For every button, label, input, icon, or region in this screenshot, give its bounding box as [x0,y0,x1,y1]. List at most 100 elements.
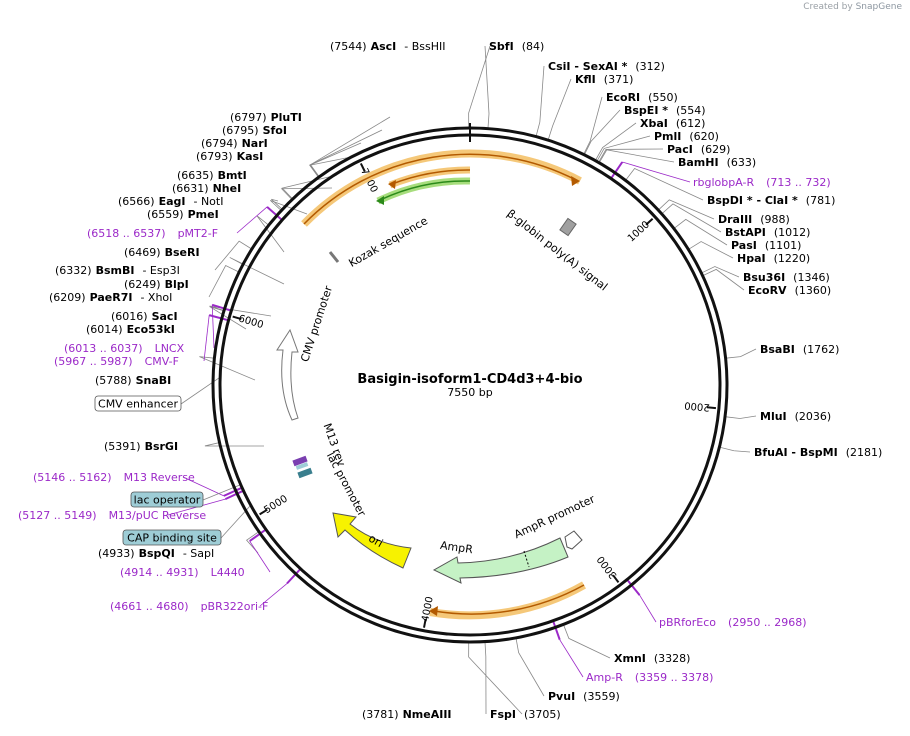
enzyme-site-label[interactable]: (6469)BseRI [124,246,200,259]
enzyme-site-label[interactable]: BspDI * - ClaI *(781) [707,194,835,207]
primer-label[interactable]: (5967 .. 5987)CMV-F [54,355,179,368]
primer-text-b: (2950 .. 2968) [728,616,807,629]
primer-label[interactable]: (5146 .. 5162)M13 Reverse [33,471,195,484]
primer-leader-line [559,639,584,678]
enzyme-site-label[interactable]: (6794)NarI [201,137,268,150]
enzyme-site-label[interactable]: FspI(3705) [490,708,561,721]
bp-tick-mark [359,162,366,172]
enzyme-site-label[interactable]: HpaI(1220) [737,252,810,265]
primer-site-mark [552,620,561,640]
primer-label[interactable]: (6013 .. 6037)LNCX [64,342,185,355]
enzyme-name: DraIII [718,213,752,226]
enzyme-leader-line [515,637,545,697]
enzyme-position: (6793) [196,150,233,163]
enzyme-leader-line [468,641,523,715]
enzyme-suffix: (1220) [774,252,811,265]
enzyme-site-label[interactable]: (3781)NmeAIII [362,708,452,721]
enzyme-site-label[interactable]: CsiI - SexAI *(312) [548,60,665,73]
enzyme-site-label[interactable]: (6016)SacI [111,310,178,323]
enzyme-site-label[interactable]: KflI(371) [575,73,633,86]
enzyme-site-label[interactable]: Bsu36I(1346) [743,271,830,284]
enzyme-site-label[interactable]: (6797)PluTI [230,111,302,124]
enzyme-leader-line [281,174,338,200]
primer-label[interactable]: pBRforEco(2950 .. 2968) [659,616,807,629]
primer-text-b: CMV-F [145,355,179,368]
primer-text-b: M13/pUC Reverse [109,509,207,522]
enzyme-site-label[interactable]: EcoRI(550) [606,91,678,104]
lac-promoter-box[interactable] [297,467,313,479]
enzyme-site-label[interactable]: PasI(1101) [731,239,801,252]
enzyme-site-label[interactable]: (7544)AscI- BssHII [330,40,446,53]
enzyme-leader-line [598,148,664,163]
enzyme-site-label[interactable]: (5788)SnaBI [95,374,171,387]
enzyme-site-label[interactable]: BsaBI(1762) [760,343,839,356]
enzyme-position: (4933) [98,547,135,560]
enzyme-site-label[interactable]: BfuAI - BspMI(2181) [754,446,882,459]
enzyme-site-label[interactable]: DraIII (988) [718,213,790,226]
enzyme-site-label[interactable]: (6014)Eco53kI [86,323,175,336]
primer-label[interactable]: rbglobpA-R(713 .. 732) [693,176,831,189]
enzyme-leader-line [199,356,256,381]
primer-label[interactable]: Amp-R(3359 .. 3378) [586,671,713,684]
enzyme-site-label[interactable]: (5391)BsrGI [104,440,178,453]
enzyme-site-label[interactable]: PmlI(620) [654,130,719,143]
enzyme-site-label[interactable]: (4933)BspQI- SapI [98,547,214,560]
enzyme-site-label[interactable]: BstAPI(1012) [725,226,810,239]
enzyme-site-label[interactable]: MluI(2036) [760,410,831,423]
enzyme-position: (6016) [111,310,148,323]
enzyme-site-label[interactable]: (6249)BlpI [124,278,189,291]
enzyme-position: (6469) [124,246,161,259]
boxed-label-text: CAP binding site [127,532,217,545]
plasmid-name: Basigin-isoform1-CD4d3+4-bio [357,372,582,387]
enzyme-name: EagI [159,195,186,208]
enzyme-site-label[interactable]: (6793)KasI [196,150,263,163]
enzyme-site-label[interactable]: (6635)BmtI [177,169,247,182]
primer-label[interactable]: (5127 .. 5149) M13/pUC Reverse [18,509,206,522]
enzyme-name: BspQI [139,547,175,560]
primer-label[interactable]: (4661 .. 4680)pBR322ori-F [110,600,268,613]
enzyme-leader-line [658,199,715,220]
enzyme-site-label[interactable]: (6209)PaeR7I- XhoI [49,291,172,304]
bp-tick-mark [423,618,427,628]
m13-rev-box[interactable] [292,455,308,467]
enzyme-site-label[interactable]: BspEI *(554) [624,104,706,117]
ampr-arrow[interactable] [432,537,569,584]
enzyme-name: BfuAI - BspMI [754,446,838,459]
primer-text-b: LNCX [155,342,185,355]
enzyme-site-label[interactable]: (6631)NheI [172,182,241,195]
cmv-promoter-arrow[interactable] [276,328,299,421]
orf-arc-bottom-arrowhead [429,606,438,616]
boxed-label-box[interactable] [130,491,204,508]
enzyme-leader-line [246,531,260,554]
enzyme-position: (3781) [362,708,399,721]
enzyme-suffix: (371) [604,73,634,86]
enzyme-site-label[interactable]: (6566)EagI- NotI [118,195,223,208]
kozak-mark [328,251,340,263]
enzyme-site-label[interactable]: XmnI(3328) [614,652,690,665]
enzyme-position: (5391) [104,440,141,453]
enzyme-site-label[interactable]: EcoRV(1360) [748,284,831,297]
ampr-promoter-arrow[interactable] [564,530,583,550]
enzyme-site-label[interactable]: SbfI(84) [489,40,544,53]
enzyme-site-label[interactable]: PacI(629) [667,143,730,156]
primer-text-b: pMT2-F [178,227,219,240]
primer-text-a: (5127 .. 5149) [18,509,97,522]
primer-label[interactable]: (4914 .. 4931)L4440 [120,566,245,579]
enzyme-site-label[interactable]: XbaI(612) [640,117,705,130]
enzyme-leader-line [208,264,240,298]
enzyme-position: (6631) [172,182,209,195]
enzyme-site-label[interactable]: (6332)BsmBI- Esp3I [55,264,180,277]
bp-tick-mark [612,574,620,583]
lac-operator-box[interactable] [295,462,309,470]
boxed-label-box[interactable] [122,529,222,546]
boxed-label-box[interactable] [94,395,182,412]
enzyme-name: PacI [667,143,693,156]
primer-label[interactable]: (6518 .. 6537)pMT2-F [87,227,218,240]
enzyme-site-label[interactable]: (6795)SfoI [222,124,287,137]
enzyme-suffix: (988) [760,213,790,226]
enzyme-site-label[interactable]: PvuI(3559) [548,690,620,703]
globin-polya-box[interactable] [559,217,577,237]
enzyme-site-label[interactable]: (6559)PmeI [147,208,219,221]
enzyme-site-label[interactable]: BamHI(633) [678,156,756,169]
ori-arrow[interactable] [332,512,412,569]
